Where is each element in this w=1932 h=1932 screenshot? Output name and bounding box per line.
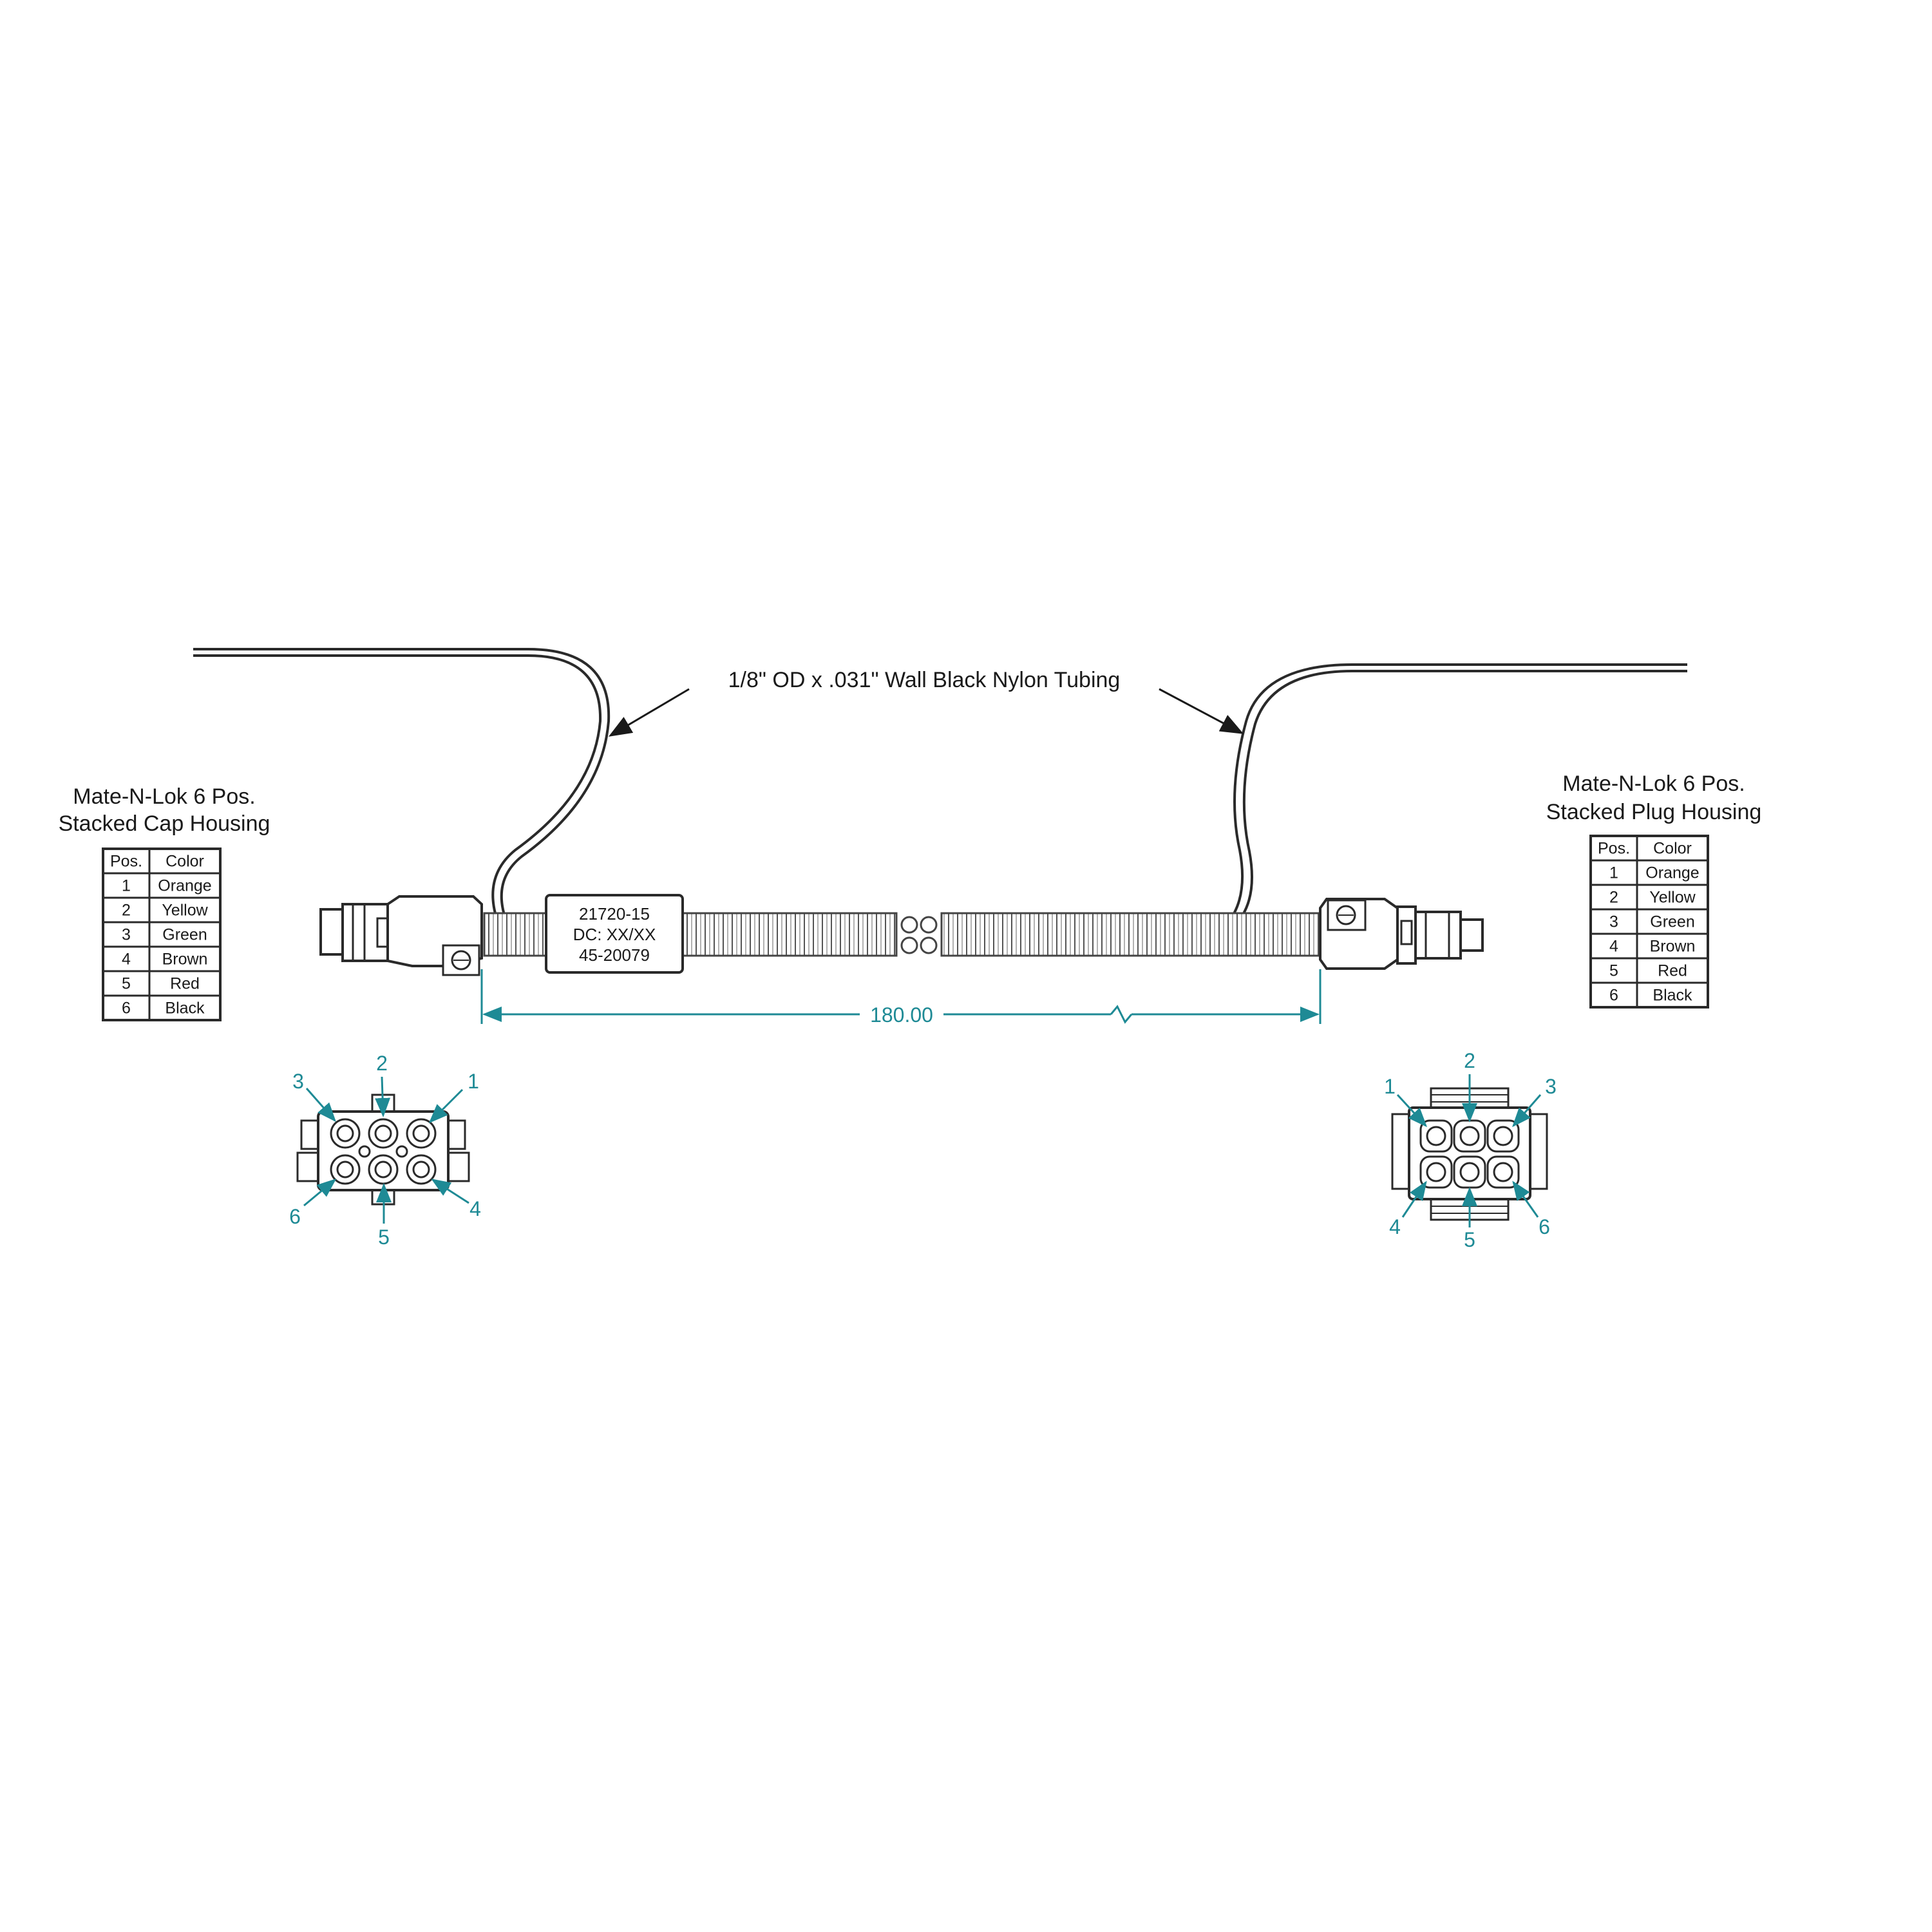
right-connector-title-1: Mate-N-Lok 6 Pos. [1562, 772, 1745, 796]
table-cell-pos: 6 [1609, 986, 1618, 1004]
table-cell-pos: 3 [1609, 913, 1618, 931]
left-pin-color-table: Pos. Color 1 Orange 2 Yellow 3 Green 4 Brown 5 Red 6… [102, 848, 222, 1021]
table-cell-pos: 4 [1609, 937, 1618, 955]
table-cell-color: Black [165, 999, 205, 1017]
table-cell-pos: 5 [122, 974, 131, 992]
length-dimension: 180.00 [480, 969, 1321, 1027]
callout-leader-left [608, 688, 690, 737]
table-cell-pos: 6 [122, 999, 131, 1017]
cap-pin-label-4: 4 [469, 1197, 481, 1220]
table-cell-pos: 5 [1609, 961, 1618, 980]
plug-pin-label-5: 5 [1464, 1228, 1475, 1251]
tag-assembly-number: 45-20079 [579, 945, 650, 965]
plug-housing-face: 1 2 3 4 5 6 [1384, 1049, 1557, 1251]
cap-pin-label-6: 6 [289, 1205, 301, 1228]
plug-pin-label-6: 6 [1539, 1215, 1550, 1238]
table-cell-color: Orange [158, 876, 211, 895]
table-cell-color: Red [170, 974, 200, 992]
label-tag: 21720-15 DC: XX/XX 45-20079 [545, 894, 684, 974]
tag-date-code: DC: XX/XX [573, 925, 656, 944]
left-connector-title-2: Stacked Cap Housing [59, 811, 270, 836]
cap-pin-label-3: 3 [292, 1070, 304, 1093]
table-cell-color: Yellow [1649, 888, 1696, 906]
left-connector-side [319, 895, 483, 976]
left-connector-title-1: Mate-N-Lok 6 Pos. [73, 784, 255, 809]
tubing-callout: 1/8" OD x .031" Wall Black Nylon Tubing [728, 668, 1121, 692]
plug-pin-label-4: 4 [1389, 1215, 1401, 1238]
table-cell-pos: 1 [122, 876, 131, 895]
table-cell-color: Red [1658, 961, 1687, 980]
dimension-value: 180.00 [870, 1003, 933, 1027]
cap-housing-face: 1 2 3 4 5 6 [289, 1052, 481, 1249]
table-header-color: Color [166, 852, 204, 870]
plug-pin-label-1: 1 [1384, 1075, 1396, 1098]
table-cell-pos: 3 [122, 925, 131, 943]
table-cell-pos: 4 [122, 950, 131, 968]
table-cell-pos: 1 [1609, 864, 1618, 882]
table-cell-color: Orange [1645, 864, 1699, 882]
table-cell-color: Brown [1650, 937, 1696, 955]
tag-part-number: 21720-15 [579, 904, 650, 923]
nylon-tubing [193, 648, 1687, 929]
table-cell-pos: 2 [1609, 888, 1618, 906]
table-cell-color: Yellow [162, 901, 208, 919]
table-cell-color: Brown [162, 950, 208, 968]
right-connector-side [1319, 898, 1484, 970]
table-header-color: Color [1653, 839, 1692, 857]
table-header-pos: Pos. [110, 852, 142, 870]
right-pin-color-table: Pos. Color 1 Orange 2 Yellow 3 Green 4 Brown 5 Red 6… [1589, 835, 1709, 1009]
cap-pin-label-1: 1 [468, 1070, 479, 1093]
right-connector-title-2: Stacked Plug Housing [1546, 800, 1762, 824]
callout-leader-right [1159, 688, 1244, 734]
table-cell-pos: 2 [122, 901, 131, 919]
cap-pin-label-2: 2 [376, 1052, 388, 1075]
plug-pin-label-3: 3 [1545, 1075, 1557, 1098]
table-cell-color: Black [1653, 986, 1692, 1004]
table-cell-color: Green [1650, 913, 1694, 931]
cap-pin-label-5: 5 [378, 1226, 390, 1249]
table-header-pos: Pos. [1598, 839, 1630, 857]
plug-pin-label-2: 2 [1464, 1049, 1475, 1072]
table-cell-color: Green [162, 925, 207, 943]
